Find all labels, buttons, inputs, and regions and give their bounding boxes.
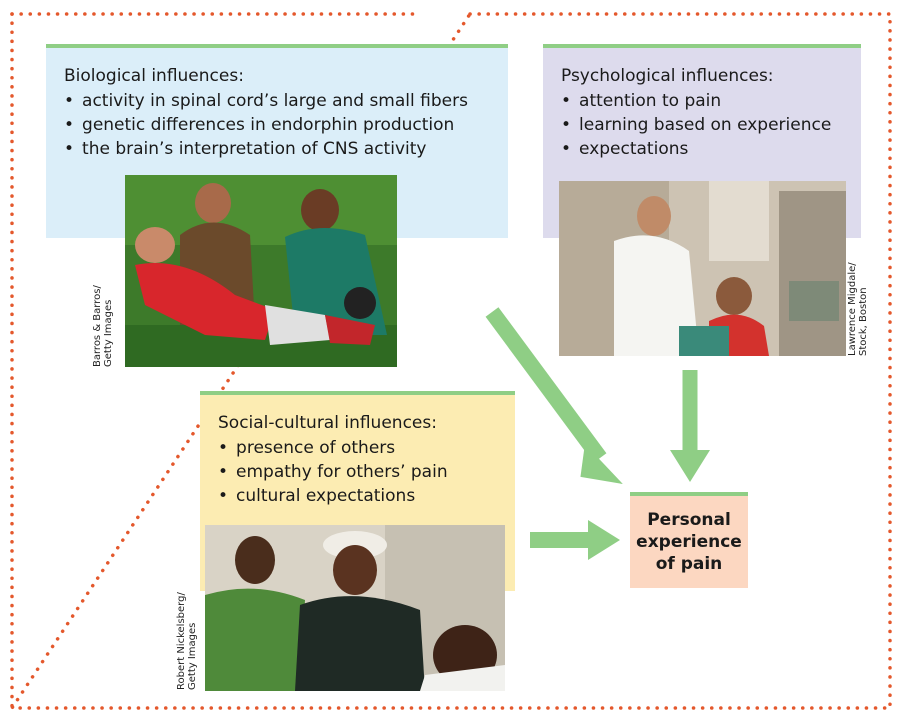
- social-list: presence of others empathy for others’ p…: [218, 436, 515, 508]
- list-item: learning based on experience: [561, 113, 861, 137]
- list-item: expectations: [561, 137, 861, 161]
- psychological-title: Psychological influences:: [561, 66, 774, 86]
- hospital-family-photo: [205, 525, 505, 691]
- credit-line: Getty Images: [103, 299, 114, 367]
- arrow-psy-to-outcome: [670, 370, 710, 482]
- outcome-line: Personal: [647, 510, 731, 530]
- arrow-bio-to-outcome: [485, 307, 623, 485]
- personal-experience-box: Personal experience of pain: [630, 492, 748, 588]
- injured-athlete-photo: [125, 175, 397, 367]
- credit-line: Robert Nickelsberg/: [176, 592, 187, 690]
- list-item: attention to pain: [561, 89, 861, 113]
- biological-list: activity in spinal cord’s large and smal…: [64, 89, 508, 161]
- outcome-label: Personal experience of pain: [636, 509, 742, 575]
- photo-credit-psychological: Lawrence Migdale/ Stock, Boston: [847, 262, 869, 356]
- dentist-child-photo: [559, 181, 846, 356]
- photo-credit-biological: Barros & Barros/ Getty Images: [92, 285, 114, 367]
- social-title: Social-cultural influences:: [218, 413, 437, 433]
- list-item: cultural expectations: [218, 484, 515, 508]
- outcome-line: experience: [636, 532, 742, 552]
- biological-title: Biological influences:: [64, 66, 244, 86]
- credit-line: Getty Images: [187, 622, 198, 690]
- list-item: activity in spinal cord’s large and smal…: [64, 89, 508, 113]
- credit-line: Stock, Boston: [858, 287, 869, 356]
- list-item: genetic differences in endorphin product…: [64, 113, 508, 137]
- arrow-social-to-outcome: [530, 520, 620, 560]
- credit-line: Barros & Barros/: [92, 285, 103, 367]
- hospital-family-image: [205, 525, 505, 691]
- dentist-child-image: [559, 181, 846, 356]
- injured-athlete-image: [125, 175, 397, 367]
- list-item: presence of others: [218, 436, 515, 460]
- list-item: the brain’s interpretation of CNS activi…: [64, 137, 508, 161]
- outcome-line: of pain: [655, 554, 723, 574]
- credit-line: Lawrence Migdale/: [847, 262, 858, 356]
- list-item: empathy for others’ pain: [218, 460, 515, 484]
- psychological-list: attention to pain learning based on expe…: [561, 89, 861, 161]
- photo-credit-social: Robert Nickelsberg/ Getty Images: [176, 592, 198, 690]
